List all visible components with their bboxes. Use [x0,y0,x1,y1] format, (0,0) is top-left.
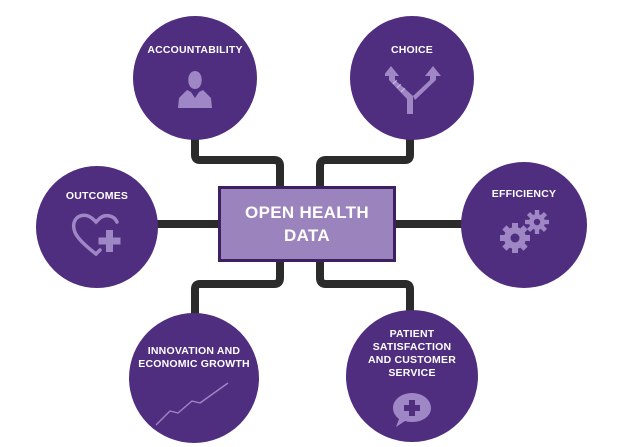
heart-plus-icon [71,213,121,256]
node-efficiency-label: EFFICIENCY [491,188,557,200]
node-choice-label: CHOICE [390,44,434,56]
person-icon [178,71,212,108]
connector-choice [316,130,414,190]
node-outcomes-label: OUTCOMES [65,190,129,202]
gears-icon [500,210,549,253]
node-efficiency: EFFICIENCY [461,162,587,288]
speech-bubble-plus-icon [393,393,431,427]
connector-accountability [191,130,284,190]
node-choice: CHOICE [350,16,474,140]
node-accountability-label: ACCOUNTABILITY [147,44,243,56]
node-accountability: ACCOUNTABILITY [133,16,257,140]
node-innovation: INNOVATION AND ECONOMIC GROWTH [129,313,259,443]
center-topic-box: OPEN HEALTH DATA [218,186,396,262]
connector-patient [316,258,414,316]
node-patient-label: PATIENT SATISFACTION AND CUSTOMER SERVIC… [368,328,456,379]
diverging-arrows-icon [385,66,441,114]
connector-innovation [191,258,284,316]
node-innovation-label: INNOVATION AND ECONOMIC GROWTH [138,345,250,370]
node-outcomes: OUTCOMES [36,166,158,288]
center-topic-label: OPEN HEALTH DATA [245,203,369,245]
growth-line-icon [155,382,229,426]
node-patient-satisfaction: PATIENT SATISFACTION AND CUSTOMER SERVIC… [346,310,478,442]
